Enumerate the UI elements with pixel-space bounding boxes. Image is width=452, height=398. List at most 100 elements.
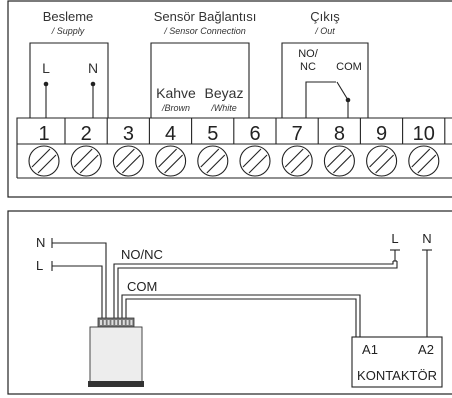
terminal-screw-slot bbox=[375, 154, 394, 174]
terminal-number-1: 1 bbox=[38, 123, 49, 145]
terminal-screw-slot bbox=[158, 148, 177, 168]
sensor-pin-white-sub: /White bbox=[210, 103, 237, 113]
terminals: 1 2 3 4 5 6 7 8 9 10 bbox=[28, 118, 446, 177]
bottom-panel: N L NO/NC COM L N A1 A2 KONTAKTÖR bbox=[7, 210, 452, 395]
device-pin bbox=[126, 320, 129, 325]
terminal-screw-1 bbox=[28, 145, 60, 177]
terminal-number-8: 8 bbox=[334, 123, 345, 145]
terminal-number-3: 3 bbox=[123, 123, 134, 145]
device-body bbox=[89, 326, 143, 384]
relay-no-nc-2: NC bbox=[300, 61, 316, 73]
terminal-number-7: 7 bbox=[292, 123, 303, 145]
terminal-screw-slot bbox=[164, 154, 183, 174]
terminal-number-4: 4 bbox=[165, 123, 176, 145]
sensor-pin-brown-sub: /Brown bbox=[161, 103, 190, 113]
wire-no-nc-inner bbox=[117, 261, 398, 318]
terminal-screw-slot bbox=[242, 148, 262, 168]
relay-contact-wire bbox=[305, 81, 336, 118]
terminal-screw-slot bbox=[200, 148, 220, 168]
terminal-screw-slot bbox=[31, 148, 51, 168]
contactor-name: KONTAKTÖR bbox=[357, 368, 437, 383]
terminal-number-6: 6 bbox=[249, 123, 260, 145]
sensor-bracket bbox=[150, 42, 250, 118]
supply-title: Besleme bbox=[43, 9, 94, 24]
sensor-pin-white: Beyaz bbox=[205, 85, 244, 101]
terminal-screw-slot bbox=[248, 154, 268, 174]
terminal-number-9: 9 bbox=[376, 123, 387, 145]
relay-com: COM bbox=[336, 61, 362, 73]
terminal-number-2: 2 bbox=[81, 123, 92, 145]
supply-dot-l bbox=[43, 81, 49, 87]
sensor-title: Sensör Bağlantısı bbox=[154, 9, 257, 24]
device-pin bbox=[122, 320, 125, 325]
device-pin bbox=[111, 320, 114, 325]
terminal-number-5: 5 bbox=[207, 123, 218, 145]
terminal-screw-slot bbox=[122, 154, 141, 174]
contactor-a1: A1 bbox=[362, 342, 378, 357]
sensor-subtitle: / Sensor Connection bbox=[163, 26, 246, 36]
device-pin bbox=[100, 320, 102, 325]
relay-switch-arm bbox=[336, 81, 349, 101]
terminal-screw-slot bbox=[411, 148, 431, 168]
sensor-device bbox=[88, 317, 144, 387]
terminal-screw-slot bbox=[327, 148, 346, 168]
device-pin bbox=[103, 320, 106, 325]
supply-dot-n bbox=[90, 81, 96, 87]
terminal-screw-4 bbox=[155, 145, 187, 177]
terminal-screw-7 bbox=[281, 145, 313, 177]
wire-n-to-device bbox=[52, 242, 107, 318]
terminal-screw-2 bbox=[70, 145, 102, 177]
terminal-screw-slot bbox=[369, 148, 388, 168]
contactor-box bbox=[351, 336, 443, 388]
supply-pin-l: L bbox=[42, 60, 50, 76]
supply-subtitle: / Supply bbox=[51, 26, 85, 36]
terminal-number-10: 10 bbox=[413, 123, 435, 145]
terminal-screw-slot bbox=[79, 154, 99, 174]
terminal-screw-10 bbox=[408, 145, 440, 177]
terminal-screw-slot bbox=[116, 148, 135, 168]
output-title: Çıkış bbox=[310, 9, 340, 24]
wire-com-label: COM bbox=[127, 279, 157, 294]
top-panel: Besleme / Supply Sensör Bağlantısı / Sen… bbox=[7, 0, 452, 198]
device-pin bbox=[107, 320, 110, 325]
terminal-screw-slot bbox=[73, 148, 93, 168]
terminal-screw-9 bbox=[366, 145, 398, 177]
output-group: NO/ NC COM bbox=[281, 42, 369, 118]
terminal-screw-8 bbox=[323, 145, 355, 177]
device-pin bbox=[115, 320, 118, 325]
terminal-screw-slot bbox=[333, 154, 352, 174]
relay-no-nc-1: NO/ bbox=[298, 48, 319, 60]
supply-pin-n: N bbox=[88, 60, 98, 76]
supply-right-n: N bbox=[422, 231, 431, 246]
terminal-screw-slot bbox=[284, 148, 304, 168]
contactor: A1 A2 KONTAKTÖR bbox=[351, 336, 443, 388]
wire-no-nc bbox=[113, 261, 394, 318]
contactor-a2: A2 bbox=[418, 342, 434, 357]
input-n-label: N bbox=[36, 235, 45, 250]
sensor-group: Kahve /Brown Beyaz /White bbox=[150, 42, 250, 118]
terminal-strip: 1 2 3 4 5 6 7 8 9 10 bbox=[16, 117, 452, 179]
terminal-strip-outline bbox=[16, 117, 452, 178]
sensor-pin-brown: Kahve bbox=[156, 85, 196, 101]
supply-right-l: L bbox=[391, 231, 398, 246]
terminal-screw-slot bbox=[290, 154, 310, 174]
device-base bbox=[88, 381, 144, 387]
terminal-screw-3 bbox=[112, 145, 144, 177]
supply-bracket bbox=[29, 42, 109, 118]
input-l-label: L bbox=[36, 258, 43, 273]
terminal-screw-slot bbox=[417, 154, 437, 174]
wire-no-nc-label: NO/NC bbox=[121, 247, 163, 262]
terminal-screw-slot bbox=[37, 154, 57, 174]
terminal-screw-5 bbox=[197, 145, 229, 177]
terminal-screw-slot bbox=[206, 154, 226, 174]
device-pin bbox=[130, 320, 133, 325]
supply-group: L N bbox=[29, 42, 109, 118]
device-pin bbox=[119, 320, 121, 325]
wire-l-to-device bbox=[52, 265, 103, 318]
output-subtitle: / Out bbox=[314, 26, 335, 36]
wire-com-inner bbox=[125, 298, 357, 337]
output-bracket bbox=[281, 42, 369, 118]
device-connector-pins bbox=[100, 320, 133, 325]
wire-com bbox=[121, 294, 361, 337]
